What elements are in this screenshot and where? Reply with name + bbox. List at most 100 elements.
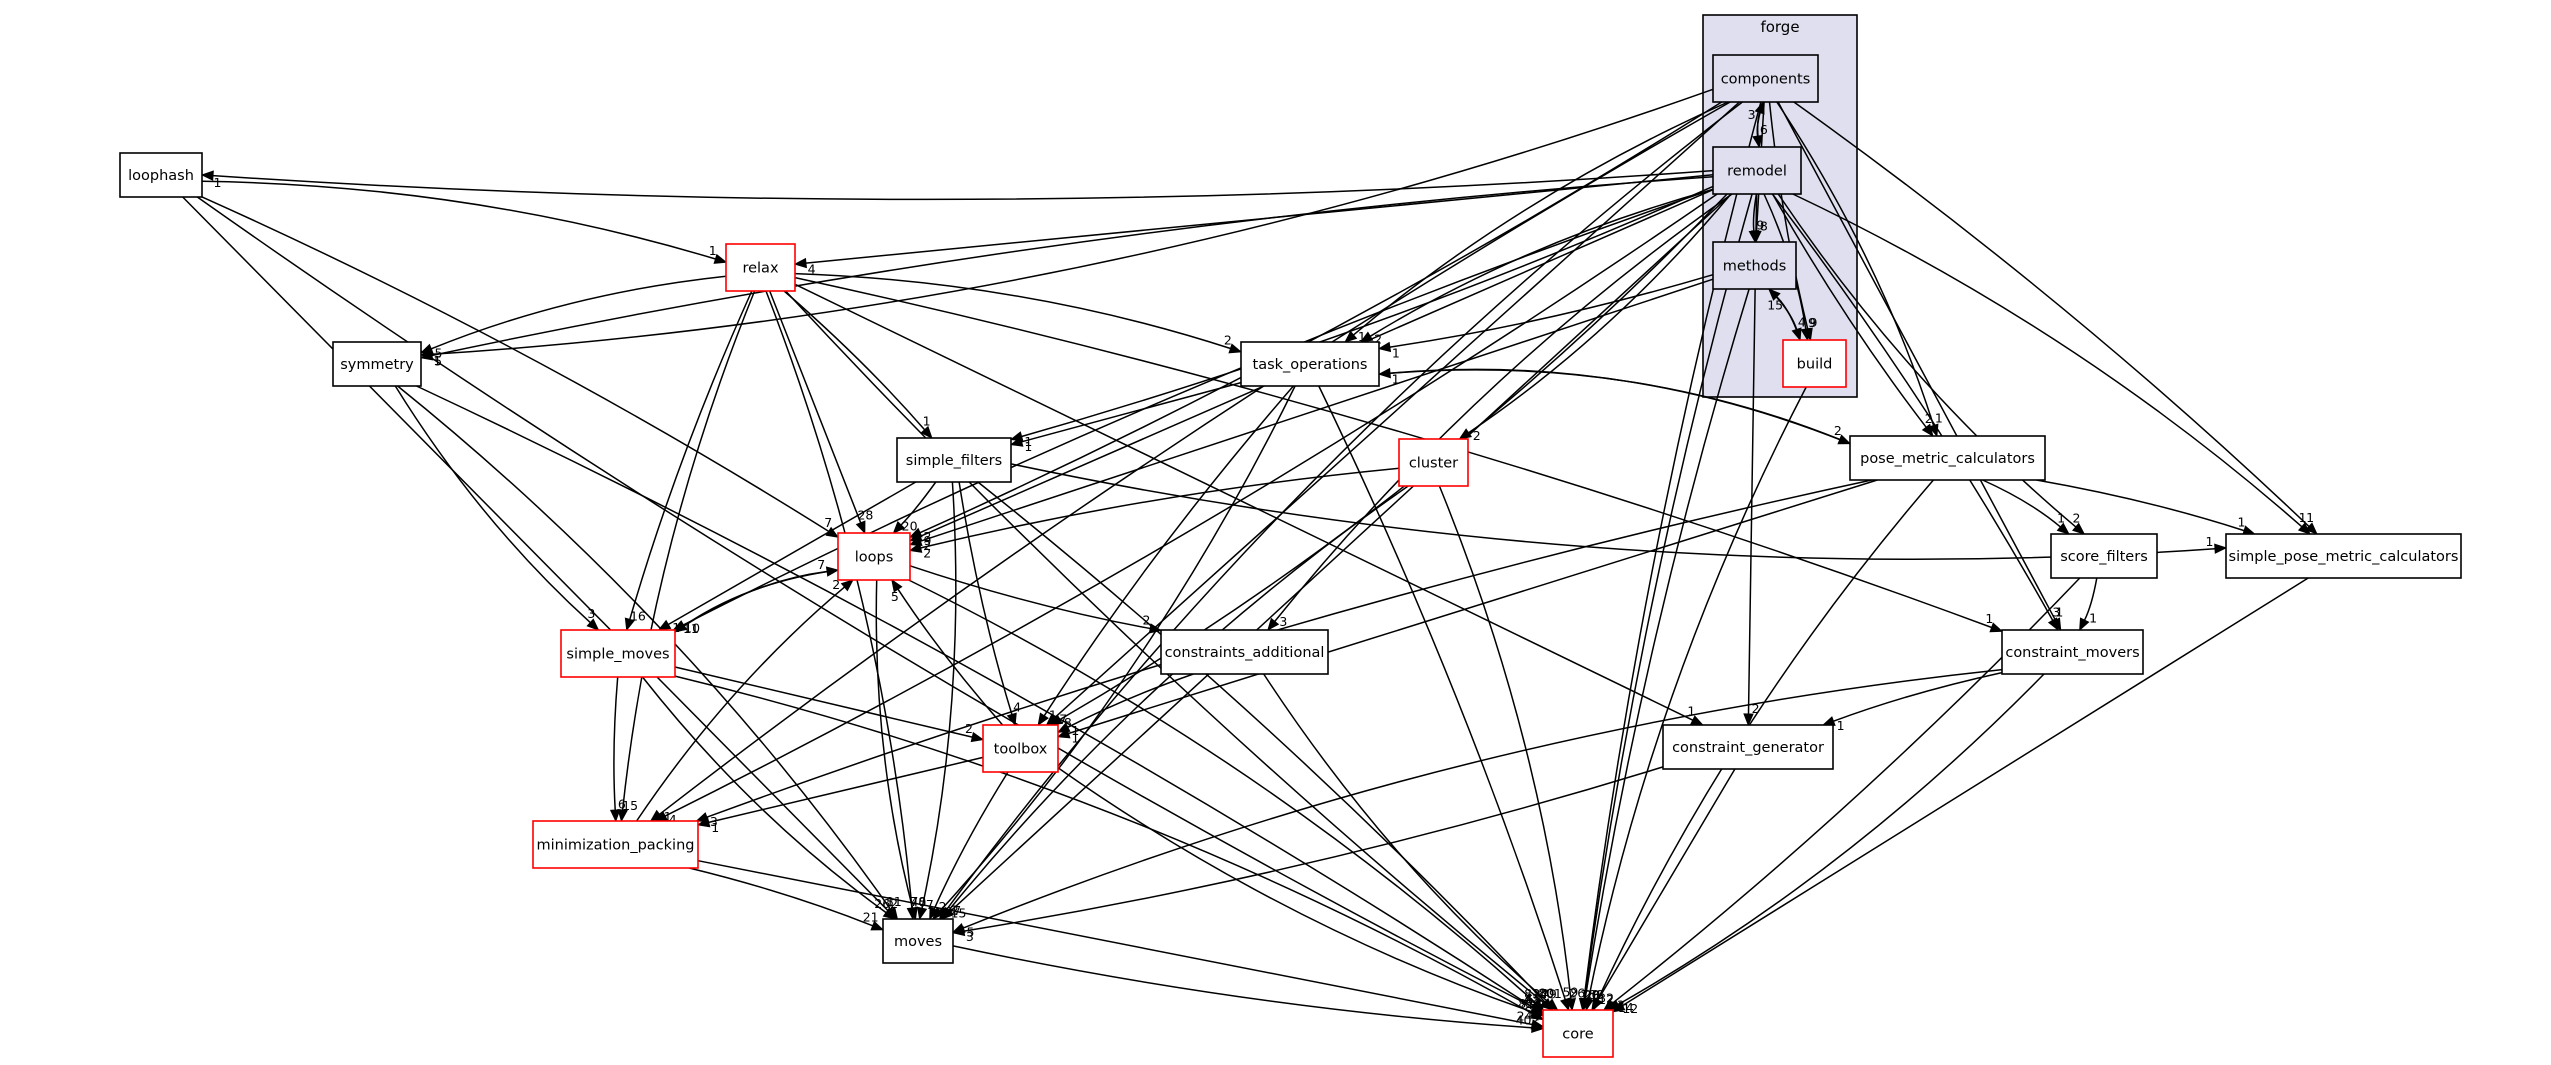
arrowhead — [1800, 327, 1811, 342]
node-simple-pose-metric-calculators[interactable]: simple_pose_metric_calculators — [2225, 533, 2462, 579]
edge-simple_pose_metric_calculators-to-core: 12 — [1611, 577, 2309, 1016]
arrowhead — [951, 925, 966, 937]
node-loops[interactable]: loops — [837, 532, 911, 581]
edge-loophash-to-relax: 1 — [201, 180, 728, 264]
edge-label: 9 — [924, 533, 932, 548]
edge-label: 6 — [1760, 122, 1768, 137]
edge-simple_moves-to-minimization_packing: 6 — [609, 676, 626, 823]
edge-pose_metric_calculators-to-toolbox: 1 — [1056, 479, 1878, 746]
edge-label: 822 — [1518, 996, 1542, 1011]
node-score-filters[interactable]: score_filters — [2050, 533, 2158, 579]
edge-label: 1 — [664, 809, 672, 824]
edge-label: 2 — [939, 899, 947, 914]
node-components[interactable]: components — [1712, 54, 1819, 103]
edge-pose_metric_calculators-to-minimization_packing: 3 — [695, 479, 1872, 829]
edge-relax-to-constraint_movers: 1 — [794, 276, 2004, 633]
node-label: loops — [855, 550, 894, 566]
edge-label: 1 — [1687, 704, 1695, 719]
node-task-operations[interactable]: task_operations — [1240, 341, 1380, 387]
edge-label: 10 — [684, 621, 700, 636]
node-pose-metric-calculators[interactable]: pose_metric_calculators — [1849, 435, 2046, 481]
node-label: score_filters — [2060, 549, 2148, 565]
arrowhead — [1545, 998, 1559, 1011]
node-box — [1398, 438, 1469, 487]
edge-label: 1 — [2057, 510, 2065, 525]
edge-label: 16 — [630, 609, 646, 624]
edge-label: 20 — [902, 518, 918, 533]
arrowhead — [2079, 617, 2090, 632]
edge-relax-to-moves: 40 — [765, 290, 926, 921]
arrowhead — [2056, 522, 2070, 535]
edge-minimization_packing-to-core: 244 — [697, 859, 1545, 1030]
node-box — [896, 437, 1012, 483]
edge-label: 402 — [1516, 1013, 1540, 1028]
node-box — [725, 243, 796, 292]
edge-label: 14 — [1618, 1000, 1634, 1015]
edge-label: 1 — [2306, 510, 2314, 525]
node-remodel[interactable]: remodel — [1712, 146, 1802, 195]
edge-label: 15 — [1767, 297, 1783, 312]
arrowhead — [908, 536, 923, 546]
edge-minimization_packing-to-moves: 21 — [689, 867, 885, 931]
node-symmetry[interactable]: symmetry — [332, 341, 422, 387]
node-label: symmetry — [340, 357, 414, 373]
node-simple-moves[interactable]: simple_moves — [560, 629, 676, 678]
node-box — [1782, 339, 1847, 388]
edge-label: 12 — [1598, 992, 1614, 1007]
edge-label: 1 — [1392, 345, 1400, 360]
edge-label: 2 — [2073, 510, 2081, 525]
node-label: simple_filters — [906, 453, 1002, 469]
arrowhead — [1583, 997, 1594, 1012]
edge-label: 4 — [808, 262, 816, 277]
node-moves[interactable]: moves — [882, 918, 954, 964]
node-box — [1160, 629, 1329, 675]
node-core[interactable]: core — [1542, 1009, 1614, 1058]
edge-constraint_movers-to-constraint_generator: 1 — [1821, 671, 2003, 733]
edge-label: 3 — [2052, 605, 2060, 620]
node-simple-filters[interactable]: simple_filters — [896, 437, 1012, 483]
edge-score_filters-to-constraint_movers: 1 — [2079, 577, 2098, 632]
edge-label: 2 — [1834, 423, 1842, 438]
arrowhead — [1377, 341, 1392, 353]
edge-label: 1 — [2299, 510, 2307, 525]
node-build[interactable]: build — [1782, 339, 1847, 388]
edge-label: 279 — [1533, 987, 1557, 1002]
node-box — [1712, 241, 1797, 290]
arrowhead — [2047, 617, 2059, 632]
arrowhead — [840, 579, 854, 592]
edge-label: 4 — [669, 812, 677, 827]
edge-constraint_generator-to-moves: 3 — [951, 766, 1664, 944]
node-minimization-packing[interactable]: minimization_packing — [532, 820, 699, 869]
edge-label: 2 — [1143, 613, 1151, 628]
node-label: constraints_additional — [1165, 645, 1325, 661]
node-constraints-additional[interactable]: constraints_additional — [1160, 629, 1329, 675]
arrowhead — [907, 906, 918, 921]
arrowhead — [1565, 998, 1576, 1012]
node-methods[interactable]: methods — [1712, 241, 1797, 290]
node-box — [2050, 533, 2158, 579]
node-toolbox[interactable]: toolbox — [982, 724, 1059, 773]
node-constraint-generator[interactable]: constraint_generator — [1662, 724, 1834, 770]
edge-simple_filters-to-moves: 7 — [916, 481, 957, 921]
node-label: moves — [894, 934, 942, 950]
edge-simple_filters-to-simple_pose_metric_calculators: 1 — [1010, 463, 2228, 561]
node-box — [982, 724, 1059, 773]
edge-label: 1 — [672, 620, 680, 635]
arrowhead — [586, 618, 600, 631]
edge-label: 1 — [711, 820, 719, 835]
edge-label: 26 — [1569, 985, 1585, 1000]
edge-simple_moves-to-moves: 262 — [641, 676, 898, 920]
arrowhead — [870, 920, 885, 931]
node-loophash[interactable]: loophash — [119, 152, 203, 198]
node-constraint-movers[interactable]: constraint_movers — [2001, 629, 2144, 675]
node-box — [2225, 533, 2462, 579]
edge-relax-to-simple_moves: 16 — [624, 290, 753, 632]
edge-label: 2 — [965, 721, 973, 736]
node-label: build — [1797, 357, 1833, 373]
edge-components-to-task_operations: 1 — [1344, 101, 1729, 344]
edge-label: 6 — [618, 797, 626, 812]
node-relax[interactable]: relax — [725, 243, 796, 292]
node-cluster[interactable]: cluster — [1398, 438, 1469, 487]
edge-relax-to-loops: 28 — [769, 290, 873, 535]
edge-constraint_movers-to-core: 14 — [1607, 673, 2045, 1015]
